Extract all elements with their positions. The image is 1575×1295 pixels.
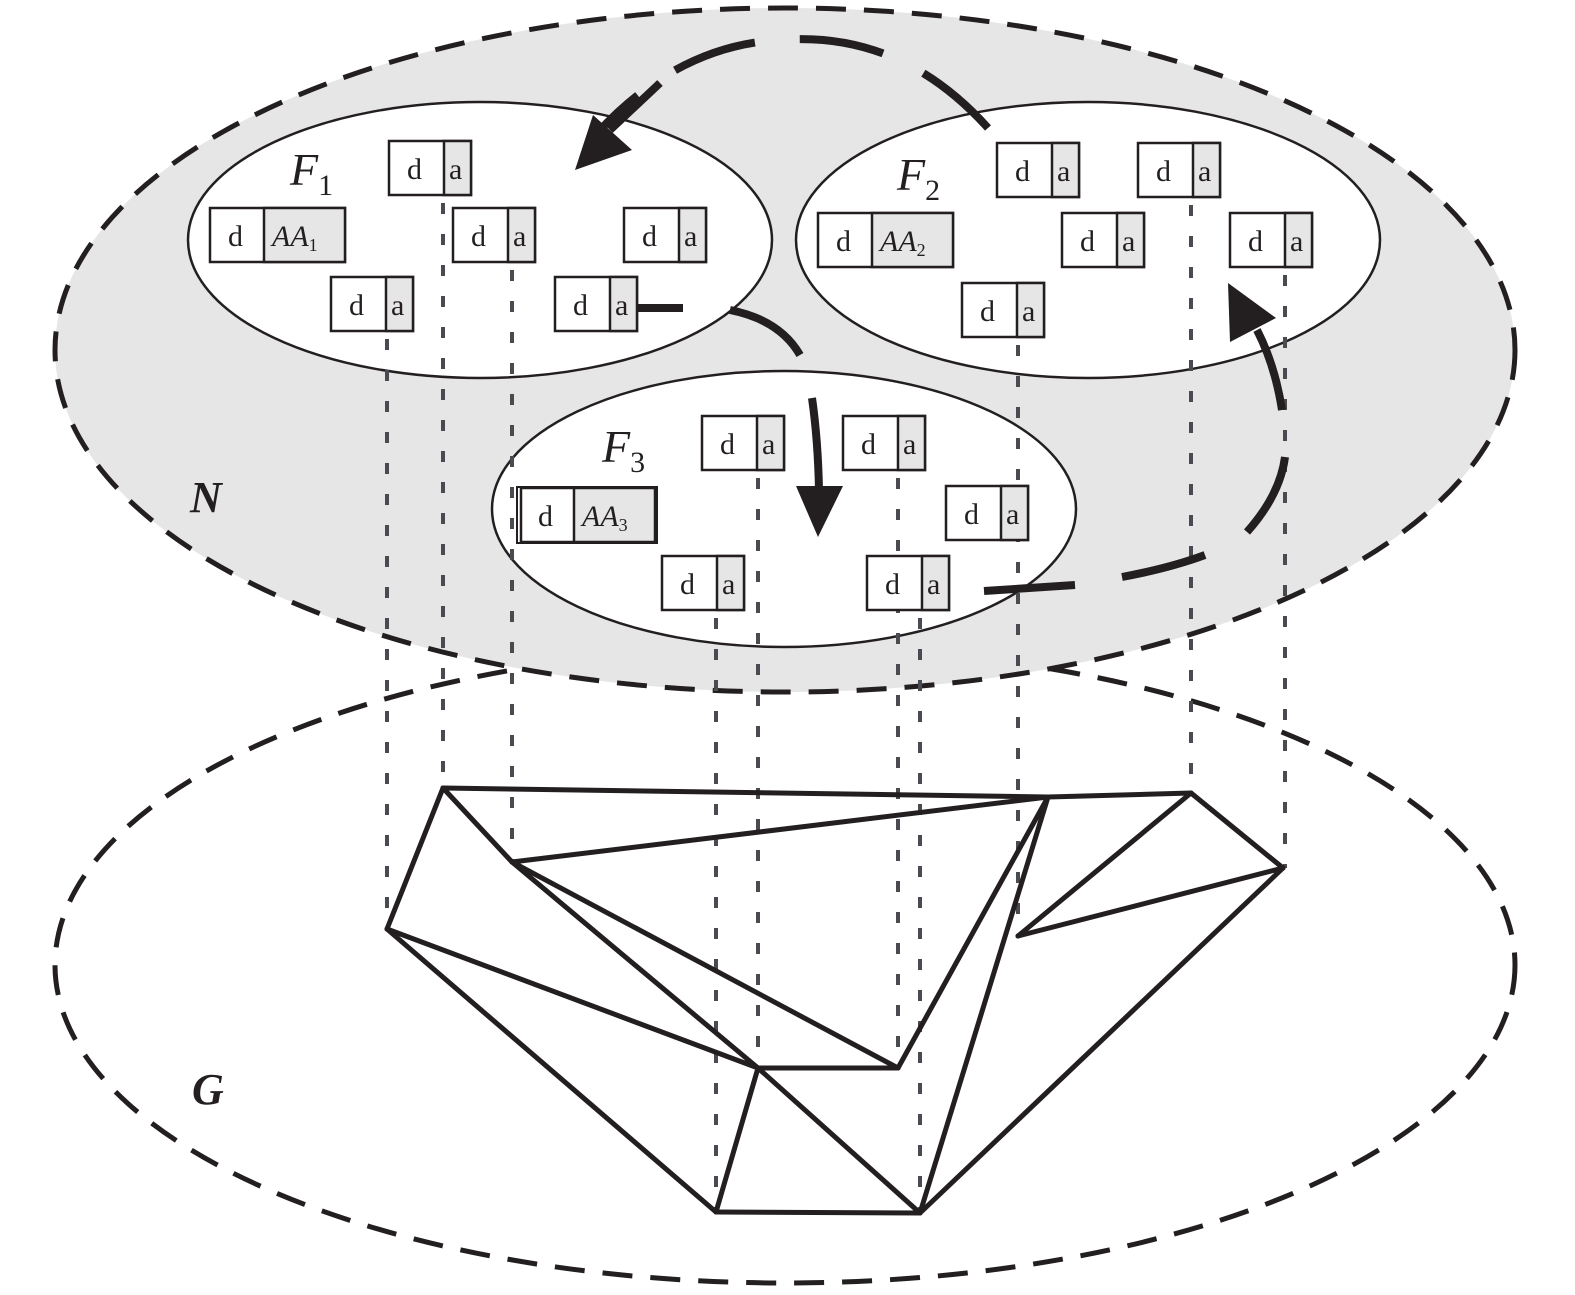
node-box-d-label: d [573,289,588,322]
node-box-a-label: a [927,568,940,601]
graph-vertex-h [755,1065,761,1071]
node-box-a-label: a [1198,155,1211,188]
network-label: N [189,473,224,522]
node-box-d-label: d [349,289,364,322]
graph-edge-a-c [384,785,446,932]
graph-edge-e-g [1015,790,1194,939]
graph-edge-d-k [917,794,1051,1216]
aa-box-f3: d AA3 [516,486,658,544]
graph-edge-a-b [440,785,515,865]
graph-vertex-a [440,785,446,791]
node-box-d-label: d [1080,225,1095,258]
node-box-a-label: a [449,153,462,186]
node-box-d-label: d [720,428,735,461]
node-box-a-label: a [722,568,735,601]
fragment-f1-label: F1 [289,144,333,202]
aa-box-f1: d AA1 [208,206,347,264]
aa-box-f1-label: AA1 [270,220,318,255]
flow-arrow-f3-to-f2 [983,283,1289,595]
graph-edge-c-j [384,926,719,1215]
graph-edge-e-f [1188,790,1286,871]
graph-edge-c-h [384,926,761,1071]
graph-edge-d-e [1045,790,1194,800]
node-box-d-label: d [1015,155,1030,188]
node-box-a-label: a [684,220,697,253]
node-box-d-label: d [980,295,995,328]
aa-box-f3-key: d [538,500,553,533]
aa-box-f2-label: AA2 [878,225,926,260]
node-box-a-label: a [615,289,628,322]
graph-edge-i-d [895,794,1051,1071]
graph-edge-h-k [755,1065,923,1216]
node-box-d-label: d [861,428,876,461]
node-box-a-label: a [513,220,526,253]
node-box-d-label: d [680,568,695,601]
aa-box-f2-key: d [836,225,851,258]
node-box-d-label: d [471,220,486,253]
node-box-d-label: d [407,153,422,186]
graph-edge-g-f [1015,865,1286,939]
fragment-f2-label: F2 [896,149,940,207]
graph-vertex-j [713,1209,719,1215]
node-box-a-label: a [762,428,775,461]
network-region-boundary [52,5,1518,695]
node-box-d-label: d [885,568,900,601]
node-box-a-label: a [1122,225,1135,258]
aa-box-f2: d AA2 [816,211,955,269]
graph-edge-h-j [713,1065,761,1215]
graph-edge-b-h [509,859,761,1071]
graph-vertex-f [1280,865,1286,871]
aa-box-f1-key: d [228,220,243,253]
node-box-a-label: a [391,289,404,322]
graph-edge-b-i [509,859,901,1071]
node-box-a-label: a [903,428,916,461]
graph-vertex-e [1188,790,1194,796]
graph-region-boundary [52,644,1518,1286]
arrowhead-icon [575,115,632,170]
node-box-a-label: a [1057,155,1070,188]
node-box-a-label: a [1290,225,1303,258]
graph-edge-b-d [509,794,1051,865]
node-box-d-label: d [964,498,979,531]
flow-arrow-f2-to-f1 [575,35,991,170]
node-box-d-label: d [642,220,657,253]
arrowhead-icon [796,486,843,537]
graph-label: G [192,1065,224,1114]
graph-vertex-d [1045,794,1051,800]
node-box-d-label: d [1248,225,1263,258]
flow-arrow-f1-to-f3 [637,304,843,537]
fragment-f3-label: F3 [601,421,645,479]
graph-vertex-c [384,926,390,932]
aa-box-f3-label: AA3 [580,500,628,535]
graph-vertex-i [895,1065,901,1071]
arrowhead-icon [1228,283,1276,342]
graph-vertex-g [1015,933,1021,939]
graph-edge-f-k [917,865,1286,1216]
graph-edge-a-d [440,785,1051,800]
graph-vertex-k [917,1210,923,1216]
graph-edge-j-k [713,1209,923,1216]
node-box-a-label: a [1022,295,1035,328]
node-box-a-label: a [1006,498,1019,531]
node-box-d-label: d [1156,155,1171,188]
graph-edges [384,785,1286,1216]
graph-vertex-b [509,859,515,865]
